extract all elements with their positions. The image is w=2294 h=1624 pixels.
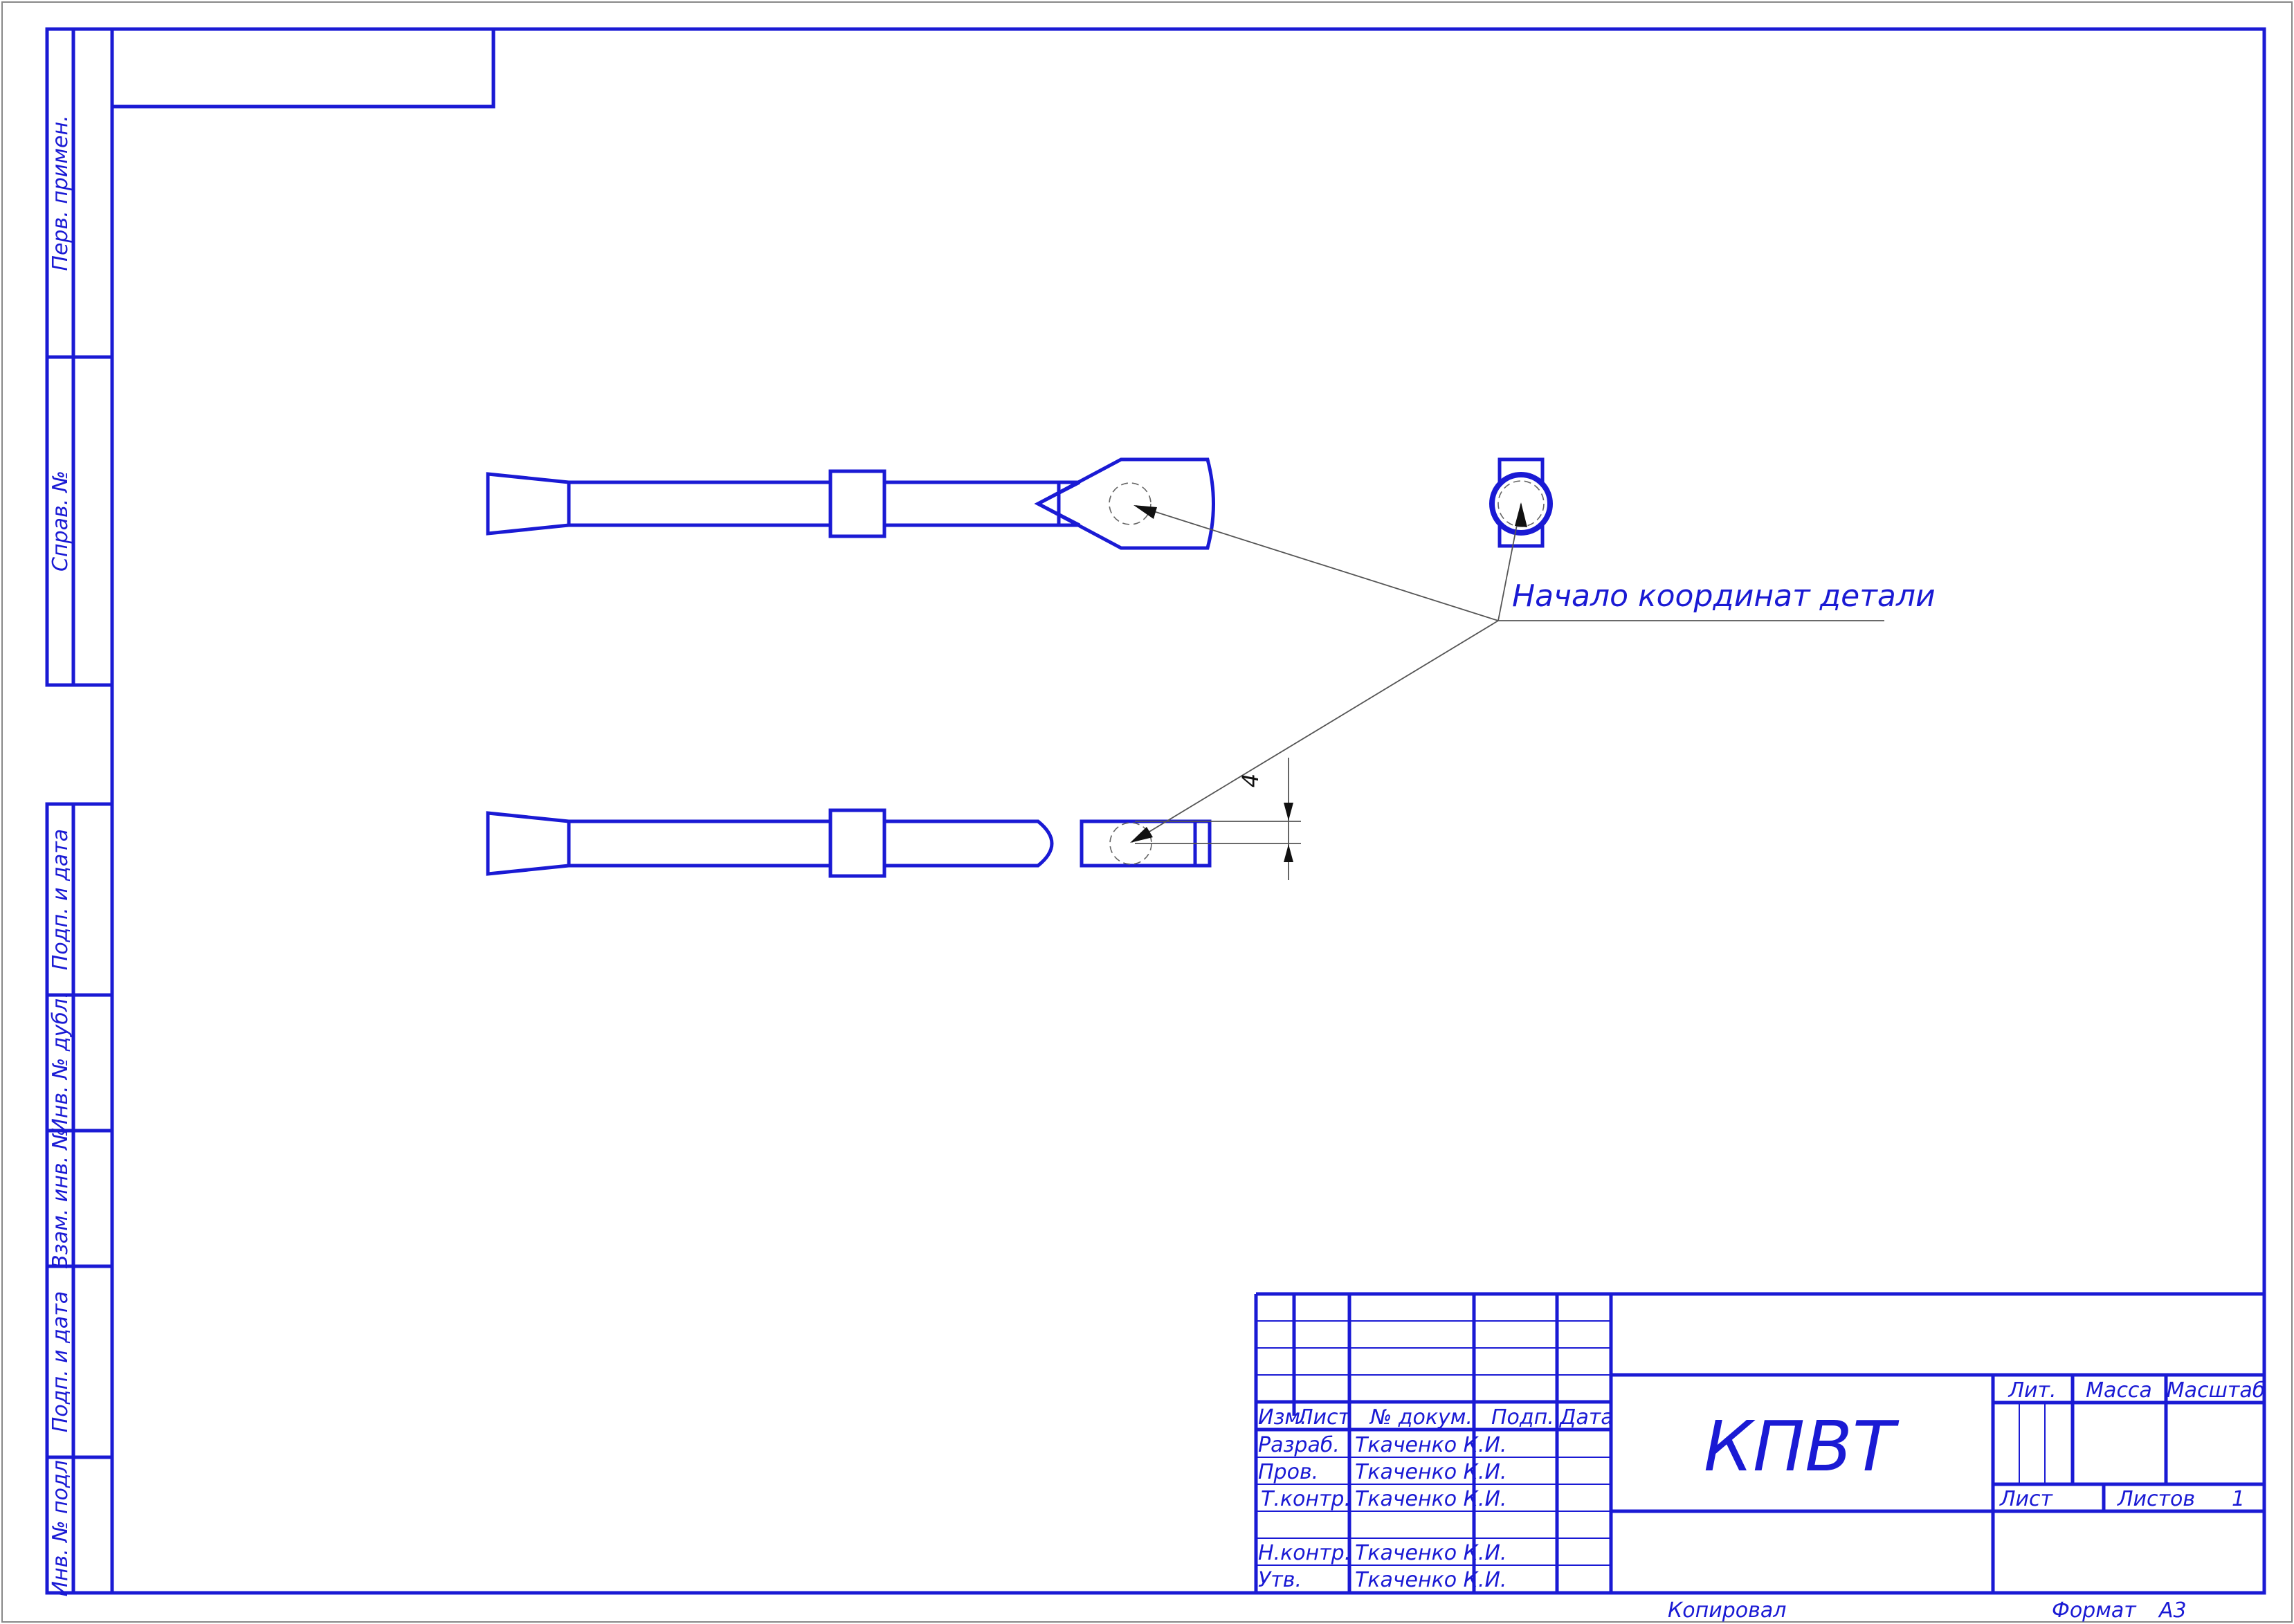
tb-role-nkontr: Н.контр. [1258, 1541, 1351, 1565]
tb-header-list: Лист [1297, 1405, 1351, 1430]
origin-annotation-label: Начало координат детали [1512, 578, 1936, 614]
tb-role-tkontr: Т.контр. [1261, 1487, 1351, 1511]
footer-format-value: А3 [2158, 1598, 2187, 1623]
tb-name-nkontr: Ткаченко К.И. [1355, 1541, 1506, 1565]
tb-header-data: Дата [1558, 1405, 1614, 1430]
part-top-view [486, 457, 1215, 550]
tb-role-prov: Пров. [1258, 1460, 1318, 1484]
tb-mass-label: Масса [2086, 1378, 2152, 1403]
dimension-4: 4 [1135, 758, 1301, 880]
side-label-podp-data-1: Подп. и дата [48, 829, 73, 970]
footer-copied: Копировал [1668, 1598, 1786, 1623]
footer-format-label: Формат [2052, 1598, 2137, 1623]
side-label-perv-primen: Перв. примен. [48, 115, 73, 271]
tb-sheets-label: Листов [2117, 1487, 2195, 1511]
tb-name-tkontr: Ткаченко К.И. [1355, 1487, 1506, 1511]
tb-sheets-count: 1 [2232, 1487, 2245, 1511]
tb-sheet-label: Лист [1999, 1487, 2054, 1511]
origin-leader-lines [1130, 502, 1884, 843]
tb-scale-label: Масштаб [2167, 1378, 2266, 1403]
top-left-designation-box [112, 29, 495, 109]
side-label-vzam-inv: Взам. инв. № [48, 1128, 73, 1269]
side-label-sprav-no: Справ. № [48, 471, 73, 572]
tb-lit-label: Лит. [2008, 1378, 2056, 1403]
side-label-inv-dubl: Инв. № дубл. [48, 992, 73, 1133]
tb-header-dokum: № докум. [1369, 1405, 1473, 1430]
tb-role-utv: Утв. [1258, 1568, 1302, 1592]
tb-header-izm: Изм. [1258, 1405, 1307, 1430]
tb-name-utv: Ткаченко К.И. [1355, 1568, 1506, 1592]
side-label-podp-data-2: Подп. и дата [48, 1291, 73, 1432]
tb-name-prov: Ткаченко К.И. [1355, 1460, 1506, 1484]
tb-name-razrab: Ткаченко К.И. [1355, 1433, 1506, 1457]
drawing-frame [110, 27, 2266, 1595]
tb-designation: КПВТ [1704, 1406, 1900, 1487]
origin-hole-top-view [1109, 482, 1151, 525]
tb-role-razrab: Разраб. [1258, 1433, 1340, 1457]
side-label-inv-podl: Инв. № подл. [48, 1454, 73, 1597]
dimension-value: 4 [1237, 774, 1264, 787]
left-binding-strip: Перв. примен. Справ. № Подп. и дата Инв.… [45, 27, 112, 1597]
tb-header-podp: Подп. [1491, 1405, 1554, 1430]
title-block: Изм. Лист № докум. Подп. Дата Разраб. Тк… [1254, 1292, 2266, 1593]
part-front-view [486, 808, 1212, 878]
